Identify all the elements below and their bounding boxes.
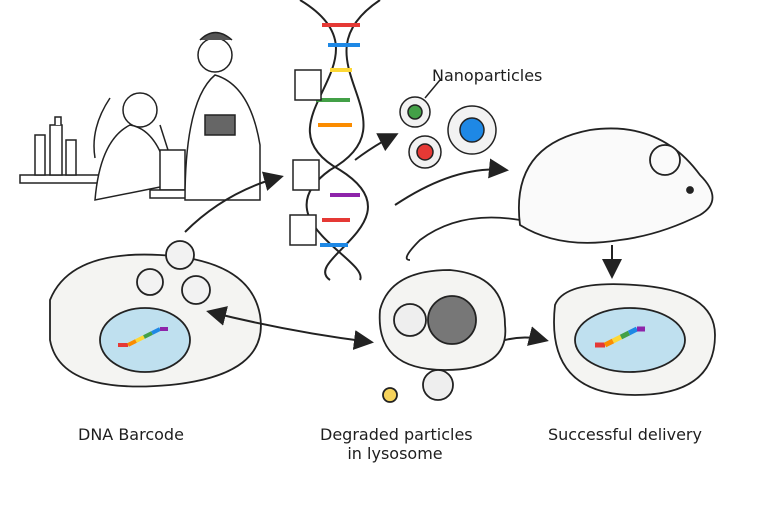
label-degraded-line1: Degraded particles xyxy=(320,425,473,444)
arrow-cell-lysosome-bidirectional xyxy=(206,306,374,350)
label-dna-barcode: DNA Barcode xyxy=(78,425,184,444)
arrow-cell-to-dna xyxy=(184,171,284,233)
dna-helix-illustration xyxy=(289,0,381,281)
arrow-dna-to-nanoparticles xyxy=(354,133,399,161)
label-nanoparticles: Nanoparticles xyxy=(432,66,543,85)
label-degraded-particles: Degraded particles in lysosome xyxy=(320,425,473,463)
scientists-illustration xyxy=(19,31,261,201)
label-successful-delivery: Successful delivery xyxy=(548,425,702,444)
label-degraded-line2: in lysosome xyxy=(347,444,443,463)
cell-dna-barcode xyxy=(49,240,262,388)
arrow-dna-to-mouse xyxy=(394,158,509,206)
cell-successful-delivery xyxy=(553,283,716,396)
cell-lysosome xyxy=(378,269,507,403)
flow-arrows xyxy=(184,133,622,350)
nanoparticles-illustration xyxy=(399,79,497,169)
arrow-lysosome-to-delivery xyxy=(504,326,549,346)
mouse-illustration xyxy=(405,127,714,261)
